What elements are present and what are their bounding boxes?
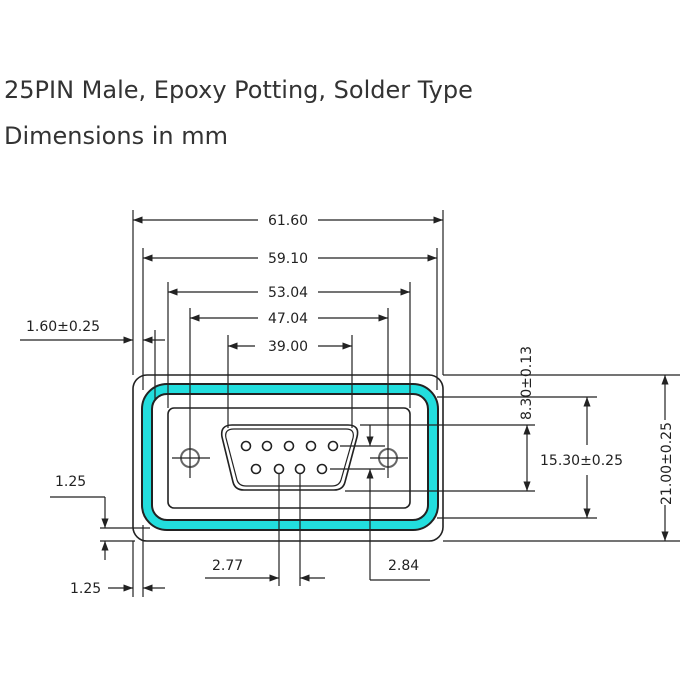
dim-pin-pitch: 2.77 — [212, 558, 243, 574]
dim-inner-height: 15.30±0.25 — [540, 453, 623, 469]
dim-wall: 1.60±0.25 — [26, 319, 100, 335]
drawing-subtitle: Dimensions in mm — [4, 122, 228, 150]
drawing-title: 25PIN Male, Epoxy Potting, Solder Type — [4, 76, 473, 104]
d-shell — [220, 424, 359, 491]
dim-hole-spacing: 47.04 — [268, 311, 308, 327]
dim-shell-width: 39.00 — [268, 339, 308, 355]
dim-gap-left: 1.25 — [70, 581, 101, 597]
connector-body — [132, 374, 444, 542]
dim-flange-width: 59.10 — [268, 251, 308, 267]
dim-shell-height: 8.30±0.13 — [519, 346, 535, 420]
mounting-holes — [172, 440, 408, 478]
dim-overall-height: 21.00±0.25 — [659, 422, 675, 505]
dim-gap-top: 1.25 — [55, 474, 86, 490]
inner-flange — [167, 407, 411, 509]
dim-row-offset: 2.84 — [388, 558, 419, 574]
dim-overall-width: 61.60 — [268, 213, 308, 229]
dim-inner-width: 53.04 — [268, 285, 308, 301]
pins — [240, 440, 339, 475]
